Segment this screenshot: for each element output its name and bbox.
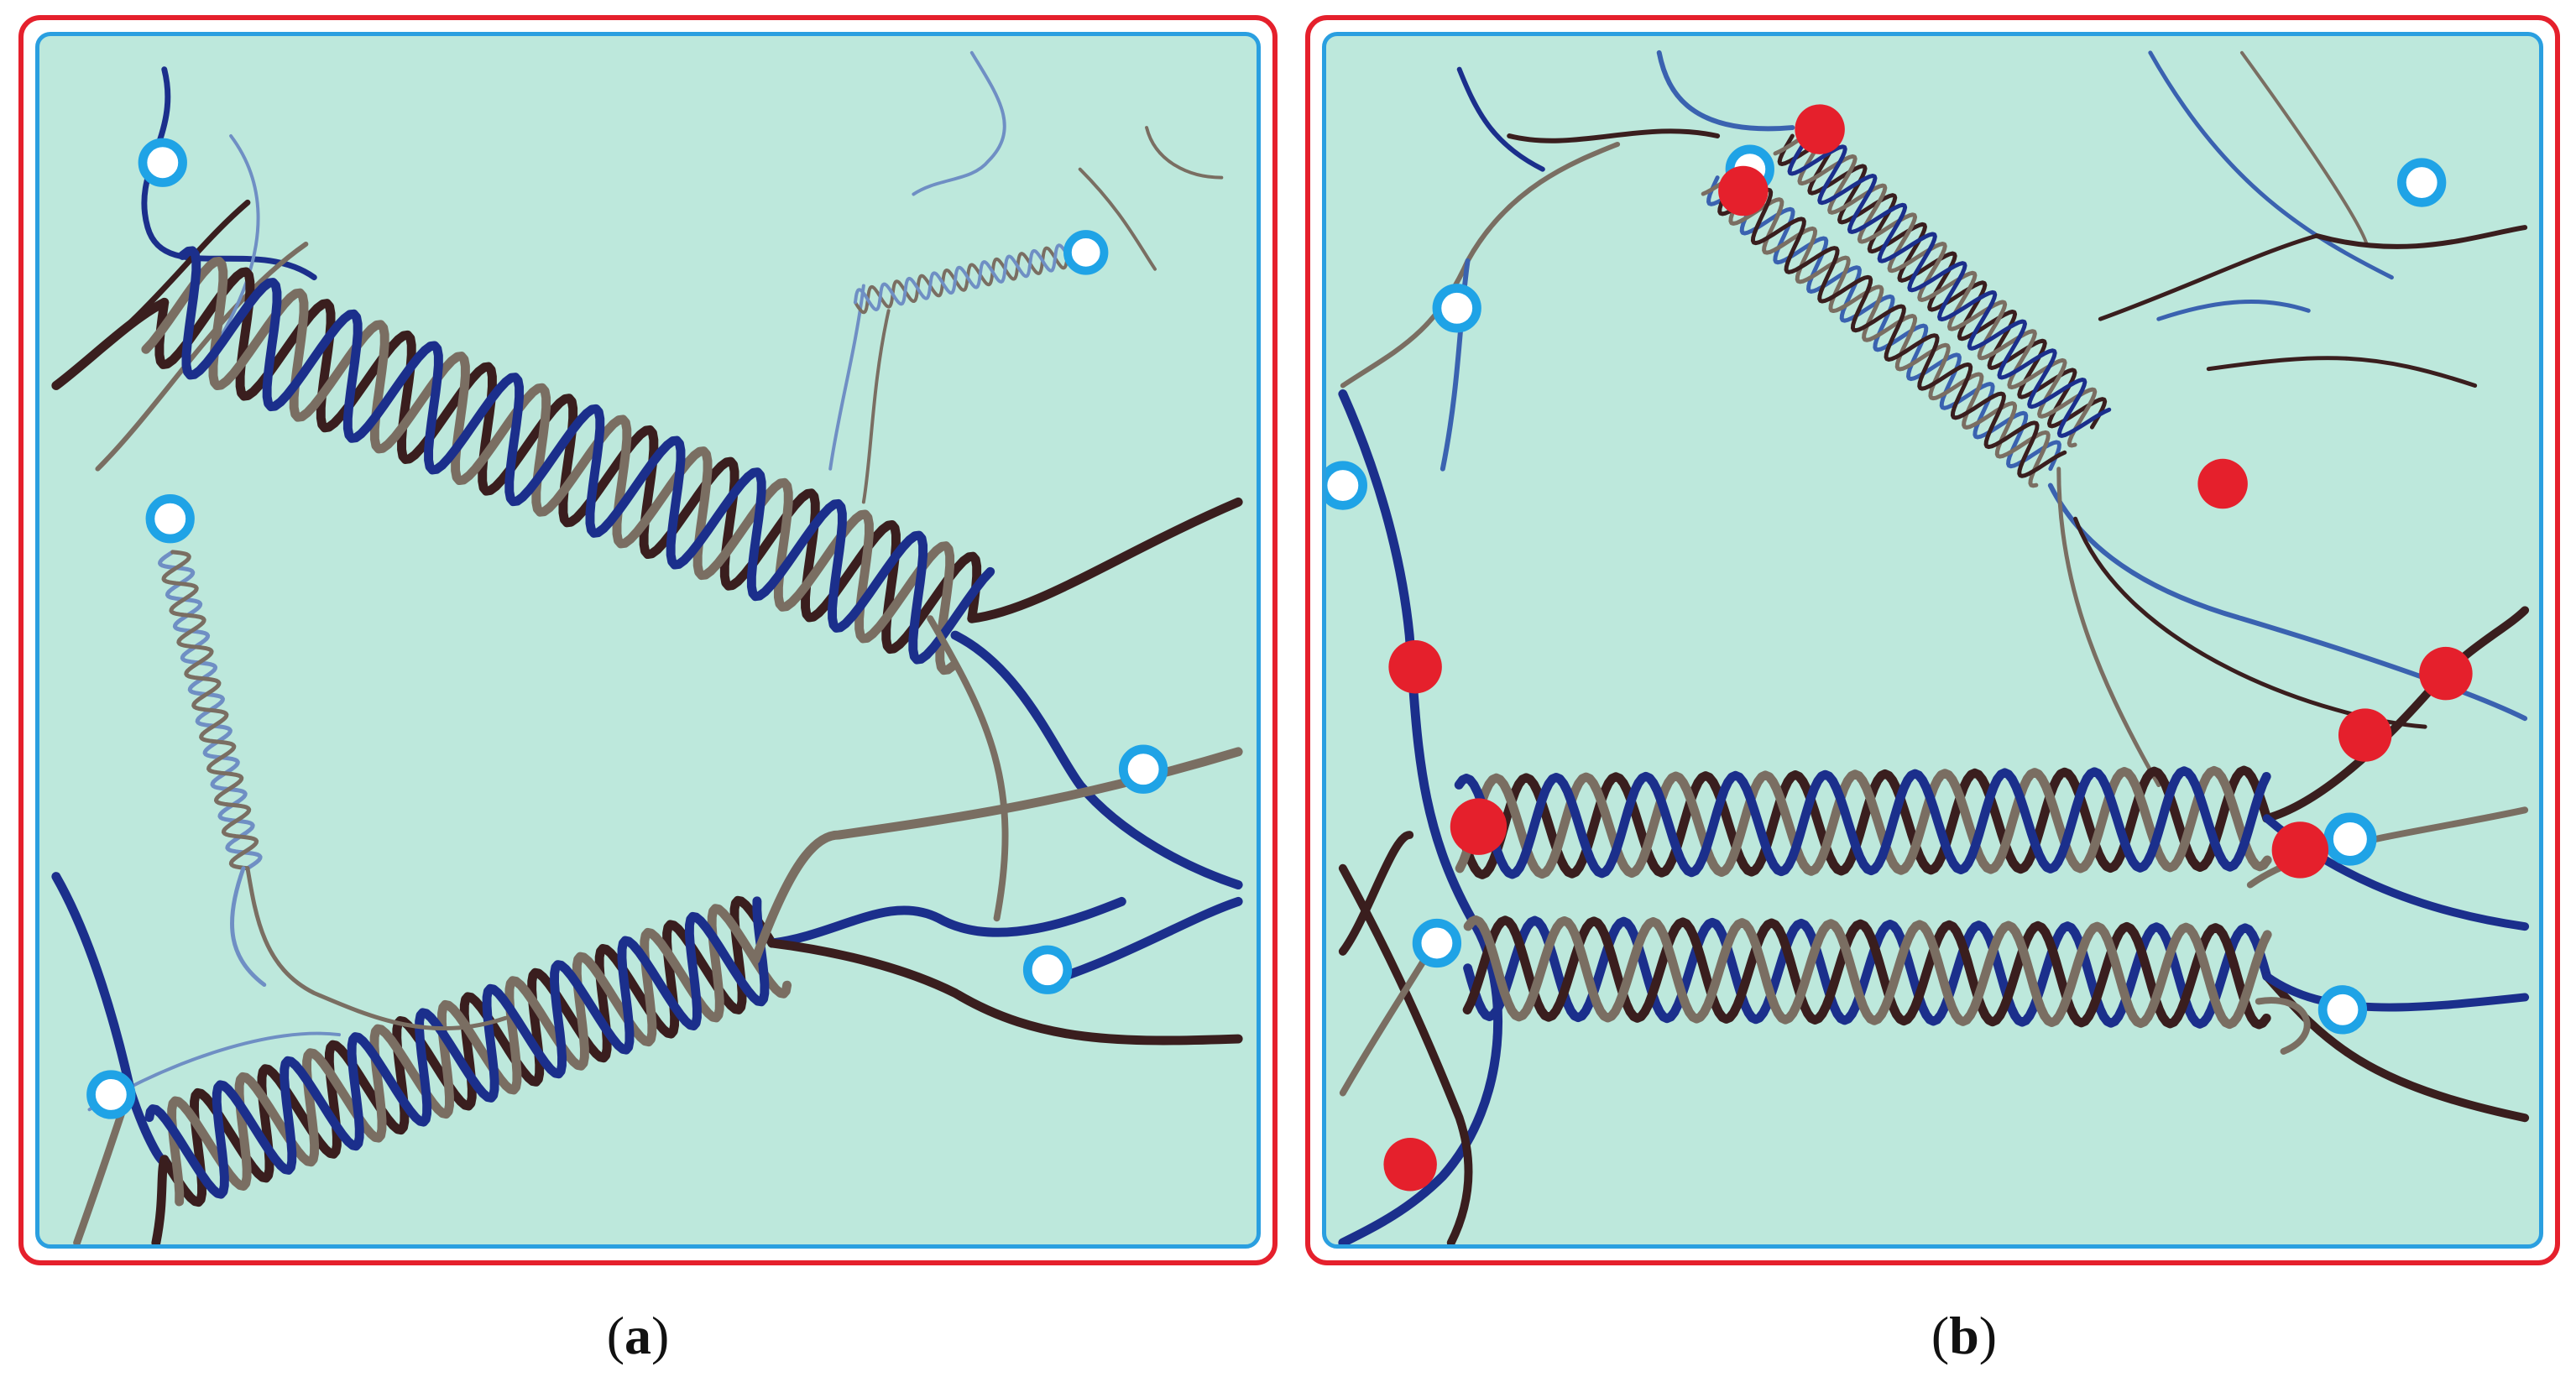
helix-a-bottom-tail-right2 bbox=[767, 938, 1243, 1046]
chain-a8 bbox=[828, 284, 865, 471]
open-node-b3 bbox=[2397, 158, 2447, 207]
closed-node-b8 bbox=[2271, 821, 2329, 879]
panel-a bbox=[18, 15, 1278, 1265]
panel-b-caption: (b) bbox=[1931, 1306, 1998, 1365]
helix-b-mid1-strand-1 bbox=[1455, 765, 2272, 879]
closed-node-b9 bbox=[1383, 1138, 1437, 1192]
closed-node-b4 bbox=[1388, 640, 1442, 694]
open-node-a1 bbox=[138, 138, 187, 187]
closed-node-b2 bbox=[1718, 165, 1769, 216]
chain-b9 bbox=[2206, 356, 2478, 389]
chain-b8 bbox=[2098, 233, 2319, 321]
panel-b-canvas bbox=[1322, 32, 2543, 1249]
chain-a3 bbox=[95, 241, 309, 472]
helix-a-main-strand-1 bbox=[154, 267, 982, 654]
helix-a-bottom-tail-right3 bbox=[750, 747, 1243, 965]
helix-b-upper2-strand-1 bbox=[1706, 175, 2061, 472]
helix-a-bottom-tail-left2 bbox=[151, 1155, 170, 1244]
helix-b-mid1-strand-3 bbox=[1454, 766, 2271, 879]
chain-b-left bbox=[1338, 389, 1503, 1244]
chain-b5 bbox=[1656, 50, 1795, 132]
panel-b-network-diagram bbox=[1326, 50, 2530, 1244]
helix-b-mid2-strand-1 bbox=[1463, 915, 2272, 1029]
helix-a-bottom-tail-right bbox=[767, 896, 1126, 948]
helix-b-upper1-strand-3 bbox=[1787, 115, 2112, 438]
chain-b4 bbox=[1507, 128, 1721, 143]
chain-b2 bbox=[1440, 258, 1471, 472]
chain-b12 bbox=[2047, 482, 2528, 722]
panel-a-network-diagram bbox=[51, 50, 1243, 1244]
open-node-b7 bbox=[2317, 985, 2368, 1035]
helix-a-main-tail-right bbox=[967, 497, 1243, 623]
open-node-b6 bbox=[2323, 812, 2377, 866]
helix-a-main-tail-right2 bbox=[950, 630, 1243, 890]
closed-node-b5 bbox=[2419, 646, 2473, 701]
helix-a-thin-strand-2 bbox=[161, 550, 259, 871]
helix-b-upper1-strand-2 bbox=[1773, 125, 2098, 448]
open-node-a5 bbox=[1022, 945, 1073, 994]
open-node-a6 bbox=[86, 1070, 136, 1119]
helix-b-mid1-strand-2 bbox=[1455, 765, 2272, 879]
chain-b7 bbox=[2239, 50, 2369, 246]
chain-b-right4 bbox=[2262, 972, 2530, 1012]
open-node-a3 bbox=[1063, 230, 1109, 275]
chain-b-right6 bbox=[2255, 997, 2311, 1055]
chain-b3 bbox=[1456, 66, 1545, 172]
chain-b-right1 bbox=[2262, 606, 2530, 823]
helix-a-thin-tail bbox=[245, 866, 508, 1031]
helix-a-bottom-strand-3 bbox=[144, 896, 770, 1199]
chain-a7 bbox=[1078, 167, 1157, 271]
helix-a-bottom-tail-left bbox=[51, 872, 170, 1166]
chain-a10 bbox=[1145, 126, 1224, 180]
helix-a-main-strand-3 bbox=[178, 246, 995, 665]
open-node-b5 bbox=[1412, 918, 1462, 968]
helix-a-small-strand-2 bbox=[853, 243, 1082, 311]
helix-a-main-strand-2 bbox=[141, 257, 959, 675]
open-node-b1 bbox=[1432, 284, 1481, 333]
helix-b-upper2-strand-3 bbox=[1717, 158, 2067, 478]
panel-b bbox=[1305, 15, 2560, 1265]
panel-a-caption: (a) bbox=[606, 1306, 670, 1365]
chain-b-left4 bbox=[1338, 831, 1414, 956]
chain-a4 bbox=[204, 134, 260, 362]
chain-b6 bbox=[2148, 50, 2394, 280]
open-node-a2 bbox=[145, 494, 195, 544]
helix-a-main-tail-right3 bbox=[927, 615, 1009, 922]
closed-node-b7 bbox=[1450, 798, 1507, 855]
panel-a-canvas bbox=[35, 32, 1261, 1249]
chain-b-left2 bbox=[1338, 863, 1473, 1244]
open-node-b4 bbox=[1326, 461, 1367, 510]
helix-b-upper2-strand-2 bbox=[1701, 168, 2051, 488]
closed-node-b6 bbox=[2338, 708, 2392, 762]
helix-a-bottom-tail-left3 bbox=[73, 1105, 127, 1244]
chain-b11 bbox=[2314, 225, 2528, 249]
closed-node-b3 bbox=[2197, 458, 2248, 509]
helix-b-mid2-strand-2 bbox=[1462, 915, 2271, 1030]
helix-b-upper1-strand-1 bbox=[1777, 133, 2108, 430]
helix-a-bottom-strand-1 bbox=[159, 895, 777, 1207]
chain-b1 bbox=[1340, 141, 1621, 389]
chain-b10 bbox=[2156, 300, 2311, 321]
helix-a-main-tail-left bbox=[51, 297, 170, 390]
helix-a-bottom-strand-2 bbox=[167, 904, 792, 1207]
open-node-a4 bbox=[1118, 744, 1168, 794]
closed-node-b1 bbox=[1795, 104, 1845, 154]
helix-a-thin-tail2 bbox=[230, 866, 267, 988]
chain-a9 bbox=[861, 309, 891, 504]
helix-b-mid2-strand-3 bbox=[1463, 915, 2272, 1030]
chain-a6 bbox=[912, 50, 1006, 196]
chain-b14 bbox=[2056, 467, 2161, 788]
chain-a1 bbox=[141, 66, 317, 281]
